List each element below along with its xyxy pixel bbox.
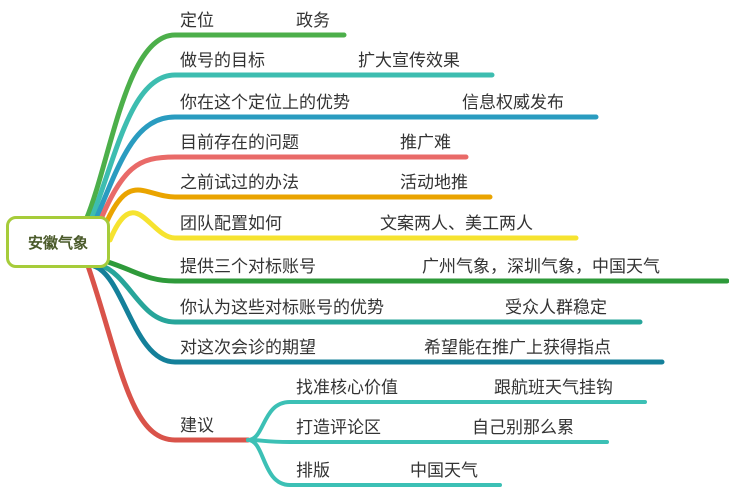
branch-line — [91, 114, 599, 227]
sub-branch-line — [246, 438, 609, 444]
suggestion-line — [85, 263, 251, 443]
branch-answer[interactable]: 信息权威发布 — [462, 93, 564, 113]
suggestion-topic[interactable]: 打造评论区 — [296, 418, 381, 438]
branch-answer[interactable]: 推广难 — [400, 133, 451, 153]
branch-line — [97, 262, 643, 325]
sub-branch-line — [246, 438, 502, 487]
branch-answer[interactable]: 广州气象，深圳气象，中国天气 — [422, 257, 660, 277]
suggestion-detail[interactable]: 自己别那么累 — [472, 418, 574, 438]
suggestion-label[interactable]: 建议 — [180, 416, 214, 436]
branch-line — [107, 210, 579, 243]
branch-answer[interactable]: 活动地推 — [400, 173, 468, 193]
branch-question[interactable]: 之前试过的办法 — [180, 173, 299, 193]
branch-question[interactable]: 定位 — [180, 11, 214, 31]
branch-line — [87, 72, 495, 225]
branch-line — [95, 154, 469, 229]
suggestion-topic[interactable]: 排版 — [296, 461, 330, 481]
root-label: 安徽气象 — [27, 233, 88, 252]
branch-question[interactable]: 团队配置如何 — [180, 214, 282, 234]
branch-question[interactable]: 提供三个对标账号 — [180, 257, 316, 277]
branch-answer[interactable]: 受众人群稳定 — [505, 298, 607, 318]
suggestion-detail[interactable]: 中国天气 — [410, 461, 478, 481]
branch-question[interactable]: 做号的目标 — [180, 51, 265, 71]
branch-question[interactable]: 你在这个定位上的优势 — [180, 93, 350, 113]
branch-answer[interactable]: 扩大宣传效果 — [358, 51, 460, 71]
branch-answer[interactable]: 文案两人、美工两人 — [380, 214, 533, 234]
branch-line — [105, 259, 729, 284]
branch-line — [91, 263, 665, 365]
branch-answer[interactable]: 希望能在推广上获得指点 — [424, 338, 611, 358]
branch-question[interactable]: 对这次会诊的期望 — [180, 338, 316, 358]
suggestion-detail[interactable]: 跟航班天气挂钩 — [494, 378, 613, 398]
suggestion-topic[interactable]: 找准核心价值 — [296, 378, 398, 398]
root-node[interactable]: 安徽气象 — [6, 216, 110, 268]
branch-answer[interactable]: 政务 — [296, 11, 330, 31]
branch-question[interactable]: 你认为这些对标账号的优势 — [180, 298, 384, 318]
branch-line — [101, 187, 493, 231]
branch-question[interactable]: 目前存在的问题 — [180, 133, 299, 153]
branch-line — [83, 32, 347, 223]
